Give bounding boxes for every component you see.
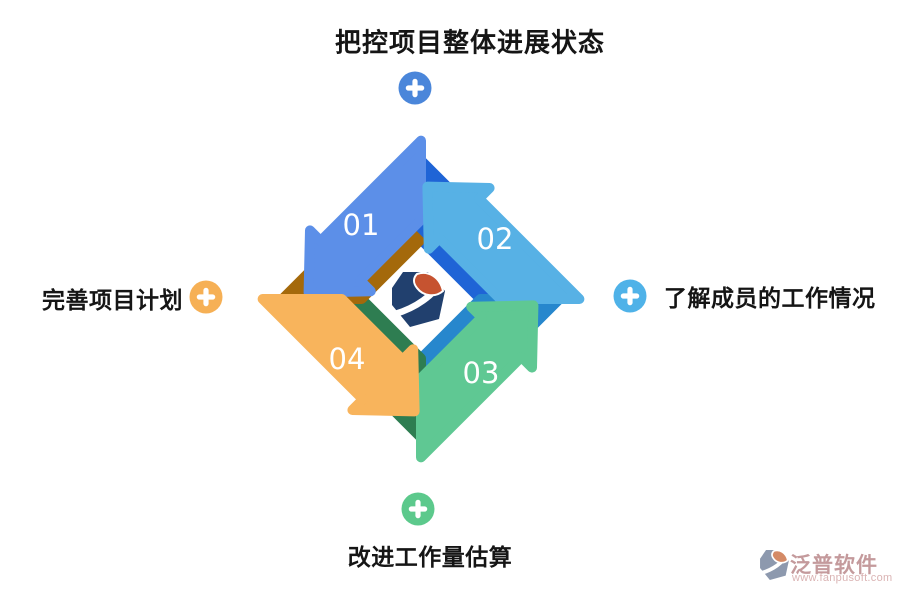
watermark-logo-icon	[759, 549, 790, 581]
watermark-url: www.fanpusoft.com	[792, 572, 893, 584]
step-numbers: 01 02 03 04	[329, 208, 514, 390]
caption-top: 把控项目整体进展状态	[334, 27, 606, 58]
arrow-04-front	[257, 294, 420, 417]
arrow-fronts	[257, 135, 585, 463]
center-logo	[391, 272, 447, 327]
arrow-02-front	[422, 181, 585, 304]
caption-left: 完善项目计划	[42, 287, 183, 313]
plus-icon-right	[613, 279, 647, 313]
caption-right: 了解成员的工作情况	[664, 285, 876, 311]
watermark-brand: 泛普软件	[790, 554, 878, 577]
step-number-03: 03	[463, 356, 500, 390]
plus-icon-bottom	[401, 492, 435, 526]
step-number-02: 02	[477, 222, 514, 256]
step-number-04: 04	[329, 342, 366, 376]
arrow-ring: 01 02 03 04	[257, 135, 585, 463]
caption-bottom: 改进工作量估算	[347, 544, 513, 570]
arrow-01-front	[303, 135, 426, 298]
plus-icon-top	[398, 71, 432, 105]
plus-icon-left	[189, 280, 223, 314]
logo-flame	[413, 272, 445, 297]
step-number-01: 01	[343, 208, 380, 242]
arrow-03-front	[416, 300, 539, 463]
